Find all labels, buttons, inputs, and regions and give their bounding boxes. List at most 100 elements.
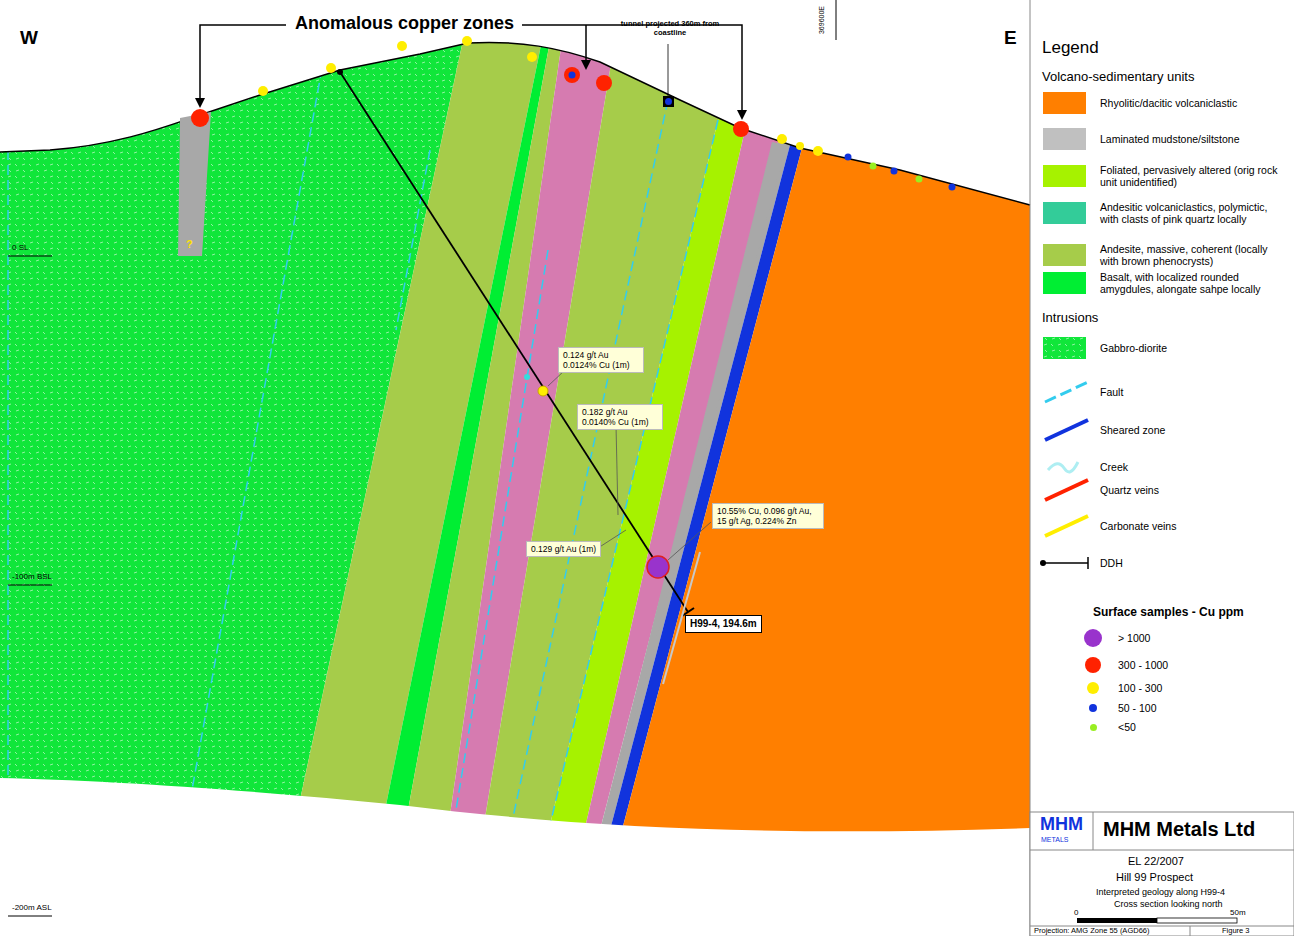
legend-text: Fault (1100, 386, 1288, 398)
legend-line (1040, 560, 1046, 566)
legend-text: Basalt, with localized rounded amygdules… (1100, 271, 1288, 295)
fault-line (7, 150, 9, 780)
label-text: ? (186, 238, 193, 251)
legend-text: Andesite, massive, coherent (locally wit… (1100, 243, 1288, 267)
collar (337, 69, 343, 75)
legend-swatch (1043, 165, 1086, 187)
legend-swatch (1043, 202, 1086, 224)
legend-line (1087, 557, 1089, 569)
callout-box: 10.55% Cu, 0.096 g/t Au, 15 g/t Ag, 0.22… (712, 503, 824, 529)
legend-text: DDH (1100, 557, 1288, 569)
legend-line (1043, 562, 1088, 564)
rock-units (0, 0, 1294, 900)
label-text: E (1004, 27, 1017, 49)
legend-swatch (1043, 272, 1086, 294)
label-text: Surface samples - Cu ppm (1093, 606, 1244, 620)
fault-line (550, 120, 718, 825)
label-text: tunnel projected 360m from coastline (620, 20, 720, 37)
label-text: Volcano-sedimentary units (1042, 70, 1194, 85)
label-text: METALS (1041, 836, 1069, 844)
legend-text: Sheared zone (1100, 424, 1288, 436)
label-text: 369600E (818, 6, 826, 34)
mudstone-lens (178, 112, 211, 256)
legend-swatch (1043, 128, 1086, 150)
fault-line (192, 68, 322, 790)
sample-dot (647, 556, 669, 578)
legend-text: <50 (1118, 721, 1294, 733)
legend-text: 50 - 100 (1118, 702, 1294, 714)
legend-text: 100 - 300 (1118, 682, 1294, 694)
callout-box: 0.129 g/t Au (1m) (526, 541, 601, 557)
legend-line (1045, 480, 1088, 500)
fault-line (396, 150, 430, 330)
label-text: MHM (1040, 814, 1083, 835)
label-text: Anomalous copper zones (295, 13, 514, 34)
label-text: Hill 99 Prospect (1116, 871, 1193, 884)
label-text: Interpreted geology along H99-4 (1096, 887, 1225, 897)
label-text: 0 SL (12, 243, 28, 252)
grid-tick (836, 0, 837, 40)
callout-text: 0.182 g/t Au 0.0140% Cu (1m) (582, 407, 658, 427)
scale-bar (1157, 918, 1237, 923)
label-text: 50m (1230, 908, 1246, 917)
legend-line (1045, 382, 1088, 402)
surface-samples (191, 36, 956, 191)
legend-dot (1084, 629, 1102, 647)
callout-box: H99-4, 194.6m (685, 615, 762, 633)
legend-text: Andesitic volcaniclastics, polymictic, w… (1100, 201, 1288, 225)
sample-dot (538, 386, 548, 396)
label-text: -100m BSL (12, 572, 52, 581)
legend-dot (1087, 682, 1099, 694)
legend-text: Quartz veins (1100, 484, 1288, 496)
label-text: EL 22/2007 (1128, 855, 1184, 868)
label-text: -200m ASL (12, 903, 52, 912)
axis-tick (8, 256, 52, 257)
arrowheads (195, 60, 747, 120)
callout-text: 0.129 g/t Au (1m) (531, 544, 596, 554)
scale-bar (1077, 918, 1157, 923)
rock-band (604, 0, 1294, 900)
legend-swatch (1043, 244, 1086, 266)
label-text: 0 (1074, 908, 1078, 917)
title-block (1190, 926, 1191, 936)
title-block (1030, 850, 1294, 851)
legend-line (1045, 420, 1088, 440)
legend-text: Foliated, pervasively altered (orig rock… (1100, 164, 1288, 188)
bracket (200, 25, 742, 112)
topography (0, 42, 1030, 205)
legend-text: Laminated mudstone/siltstone (1100, 133, 1288, 145)
leader-line (548, 371, 711, 560)
legend-text: Carbonate veins (1100, 520, 1288, 532)
legend-dot (1089, 704, 1097, 712)
title-block (1030, 812, 1294, 936)
legend-swatch (1043, 337, 1086, 359)
axis-tick (8, 585, 52, 586)
legend-text: 300 - 1000 (1118, 659, 1294, 671)
legend-line (1045, 516, 1088, 536)
callout-text: 10.55% Cu, 0.096 g/t Au, 15 g/t Ag, 0.22… (717, 506, 819, 526)
legend-text: > 1000 (1118, 632, 1294, 644)
label-text: MHM Metals Ltd (1103, 818, 1255, 841)
callout-box: 0.124 g/t Au 0.0124% Cu (1m) (558, 347, 644, 373)
legend-line (1048, 462, 1078, 472)
fault-line (456, 250, 548, 810)
label-text: Legend (1042, 38, 1099, 58)
label-text: Projection: AMG Zone 55 (AGD66) (1034, 927, 1149, 936)
legend-dot (1085, 657, 1101, 673)
legend-dot (1090, 724, 1097, 731)
legend-text: Gabbro-diorite (1100, 342, 1288, 354)
label-text: W (20, 27, 38, 49)
leader-line (668, 44, 669, 96)
sample-dot (524, 374, 530, 380)
callout-text: 0.124 g/t Au 0.0124% Cu (1m) (563, 350, 639, 370)
panel-border (1030, 0, 1031, 936)
title-block (1093, 812, 1094, 850)
drill-hole (340, 72, 688, 612)
label-text: Cross section looking north (1114, 899, 1223, 909)
callout-box: 0.182 g/t Au 0.0140% Cu (1m) (577, 404, 663, 430)
label-text: Figure 3 (1222, 927, 1250, 936)
legend-swatch (1043, 92, 1086, 114)
legend-text: Rhyolitic/dacitic volcaniclastic (1100, 97, 1288, 109)
axis-tick (8, 916, 52, 917)
